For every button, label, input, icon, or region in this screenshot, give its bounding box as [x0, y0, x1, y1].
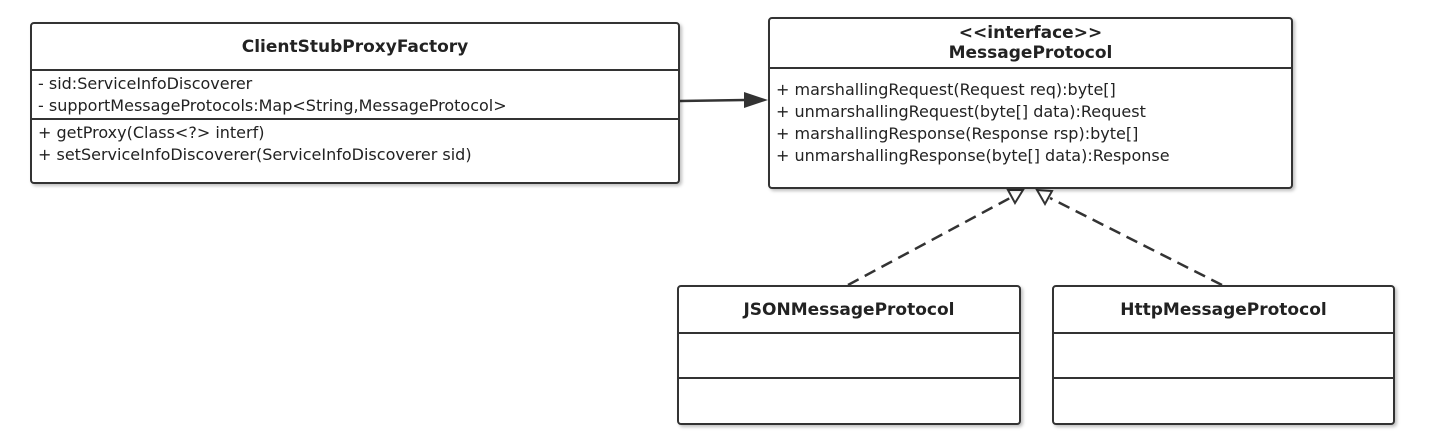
- class-name-text: HttpMessageProtocol: [1120, 299, 1327, 320]
- class-name: JSONMessageProtocol: [679, 287, 1019, 334]
- class-name: ClientStubProxyFactory: [32, 24, 678, 71]
- stereotype: <<interface>>: [958, 23, 1103, 43]
- method: + setServiceInfoDiscoverer(ServiceInfoDi…: [38, 145, 472, 164]
- class-json-message-protocol[interactable]: JSONMessageProtocol: [677, 285, 1021, 425]
- method: + getProxy(Class<?> interf): [38, 123, 265, 142]
- methods-section: + marshallingRequest(Request req):byte[]…: [770, 69, 1291, 169]
- attributes-section: - sid:ServiceInfoDiscoverer - supportMes…: [32, 71, 678, 120]
- method: + marshallingResponse(Response rsp):byte…: [776, 124, 1139, 143]
- method: + marshallingRequest(Request req):byte[]: [776, 80, 1116, 99]
- method: + unmarshallingRequest(byte[] data):Requ…: [776, 102, 1146, 121]
- interface-message-protocol[interactable]: <<interface>> MessageProtocol + marshall…: [768, 17, 1293, 189]
- class-http-message-protocol[interactable]: HttpMessageProtocol: [1052, 285, 1395, 425]
- realization-arrowhead-json: [1006, 189, 1025, 206]
- class-client-stub-proxy-factory[interactable]: ClientStubProxyFactory - sid:ServiceInfo…: [30, 22, 680, 184]
- attribute: - sid:ServiceInfoDiscoverer: [38, 74, 253, 93]
- interface-header: <<interface>> MessageProtocol: [770, 19, 1291, 69]
- attributes-section: [679, 334, 1019, 379]
- class-name: HttpMessageProtocol: [1054, 287, 1393, 334]
- class-name-text: JSONMessageProtocol: [743, 299, 955, 320]
- methods-section: + getProxy(Class<?> interf) + setService…: [32, 120, 678, 168]
- method: + unmarshallingResponse(byte[] data):Res…: [776, 146, 1170, 165]
- realization-line-http: [1049, 196, 1223, 287]
- realization-line-json: [847, 196, 1011, 287]
- attributes-section: [1054, 334, 1393, 379]
- association-line: [679, 98, 746, 103]
- association-arrowhead: [744, 92, 768, 108]
- attribute: - supportMessageProtocols:Map<String,Mes…: [38, 96, 507, 115]
- realization-arrowhead-http: [1035, 188, 1054, 207]
- class-name-text: ClientStubProxyFactory: [241, 36, 469, 57]
- interface-name: MessageProtocol: [948, 43, 1113, 63]
- methods-section: [679, 379, 1019, 383]
- methods-section: [1054, 379, 1393, 383]
